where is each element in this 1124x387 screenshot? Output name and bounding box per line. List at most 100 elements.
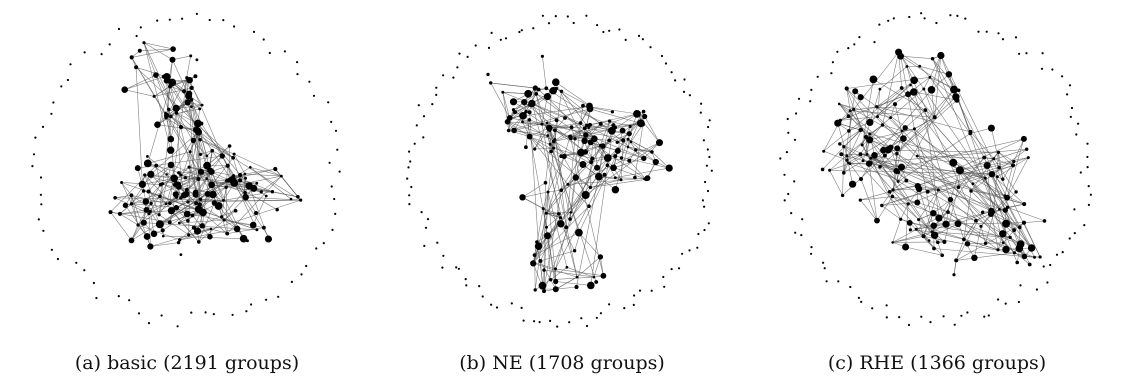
node xyxy=(845,158,849,162)
isolated-node xyxy=(250,303,253,306)
node xyxy=(569,125,574,130)
isolated-node xyxy=(208,18,211,22)
node xyxy=(128,237,135,244)
node xyxy=(157,213,161,217)
isolated-node xyxy=(315,247,318,250)
isolated-node xyxy=(176,325,179,328)
node xyxy=(908,228,912,232)
node xyxy=(594,164,601,171)
node xyxy=(878,165,882,169)
edge xyxy=(869,133,988,166)
edge xyxy=(987,157,1029,166)
edge xyxy=(593,256,601,278)
edge xyxy=(602,133,630,147)
edge xyxy=(170,116,182,128)
isolated-node xyxy=(809,100,812,103)
isolated-node xyxy=(245,310,248,313)
edge xyxy=(923,77,931,90)
edge xyxy=(189,151,199,180)
isolated-node xyxy=(1089,193,1092,196)
node xyxy=(998,207,1001,211)
isolated-node xyxy=(964,17,967,20)
edge xyxy=(848,122,871,132)
node xyxy=(238,172,243,178)
edge xyxy=(589,108,641,124)
isolated-node xyxy=(296,73,299,76)
node xyxy=(899,217,903,221)
edge xyxy=(956,252,1015,261)
node xyxy=(209,227,213,231)
edge xyxy=(162,213,188,231)
node xyxy=(589,104,593,108)
edge xyxy=(121,182,132,196)
isolated-node xyxy=(75,261,78,264)
node xyxy=(866,136,874,144)
isolated-node xyxy=(1086,155,1089,159)
isolated-node xyxy=(426,218,430,221)
node xyxy=(150,230,158,238)
edge xyxy=(542,191,549,209)
edge xyxy=(590,142,614,169)
node xyxy=(996,150,1001,154)
edge xyxy=(168,80,201,205)
node xyxy=(899,86,904,90)
edge xyxy=(199,139,234,159)
edge xyxy=(869,128,915,141)
edge xyxy=(188,166,228,181)
edge xyxy=(166,115,172,140)
node xyxy=(847,129,851,133)
isolated-node xyxy=(436,241,439,244)
edge xyxy=(829,170,843,196)
edge xyxy=(913,91,957,101)
node xyxy=(160,228,165,233)
isolated-node xyxy=(308,80,311,83)
node xyxy=(264,194,268,198)
edge xyxy=(561,91,588,126)
isolated-node xyxy=(624,38,627,42)
isolated-node xyxy=(956,14,959,17)
edge xyxy=(846,155,1025,205)
node xyxy=(519,112,527,120)
isolated-node xyxy=(697,232,700,236)
isolated-node xyxy=(1019,284,1022,287)
node xyxy=(533,288,537,292)
edge xyxy=(1023,220,1045,223)
isolated-node xyxy=(585,324,589,328)
node xyxy=(239,234,248,243)
node xyxy=(230,179,239,187)
isolated-node xyxy=(1073,208,1076,211)
isolated-node xyxy=(1014,36,1018,39)
node xyxy=(167,207,175,215)
node xyxy=(962,237,966,242)
edge xyxy=(163,76,271,240)
node xyxy=(626,137,630,141)
node xyxy=(910,76,918,85)
node xyxy=(628,124,632,129)
isolated-node xyxy=(810,88,813,91)
node xyxy=(875,105,879,109)
isolated-node xyxy=(495,306,499,309)
node xyxy=(955,166,964,175)
node xyxy=(233,208,238,213)
edge xyxy=(221,187,227,218)
isolated-node xyxy=(442,74,445,77)
panel-c: (c) RHE (1366 groups) xyxy=(750,0,1124,387)
isolated-node xyxy=(704,180,707,184)
isolated-node xyxy=(660,54,664,58)
node xyxy=(613,154,618,159)
edge xyxy=(839,103,851,111)
node xyxy=(554,267,557,271)
node xyxy=(134,65,139,70)
node xyxy=(561,153,567,159)
node xyxy=(1012,228,1016,233)
isolated-node xyxy=(887,19,890,22)
edge xyxy=(917,155,1006,211)
node xyxy=(199,208,207,217)
node xyxy=(296,195,300,199)
node xyxy=(928,75,932,79)
node xyxy=(652,158,659,166)
node xyxy=(1027,262,1032,267)
node xyxy=(117,211,122,216)
node xyxy=(545,225,548,229)
node xyxy=(146,155,149,158)
